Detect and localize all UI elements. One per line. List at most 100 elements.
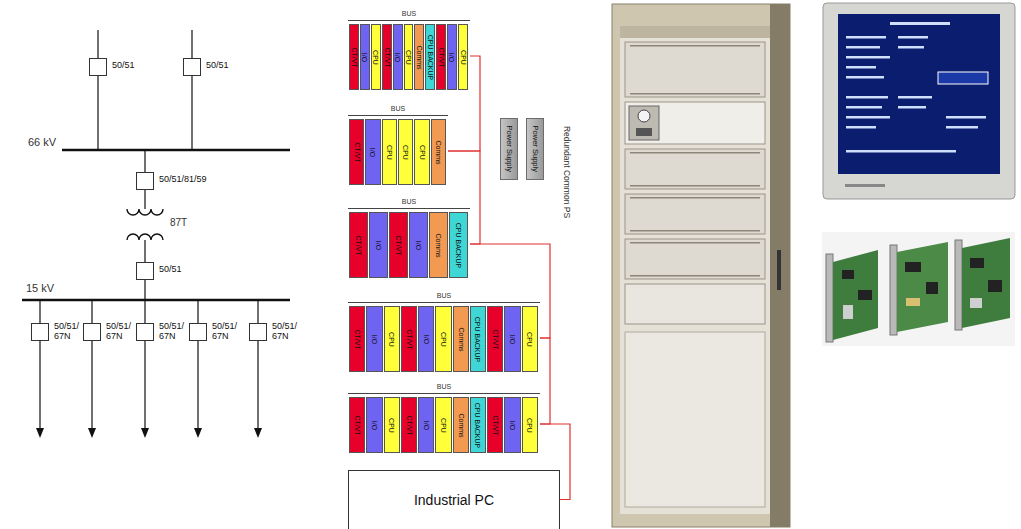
chip bbox=[842, 270, 854, 279]
screen-mark bbox=[890, 22, 950, 25]
screen-mark bbox=[846, 116, 890, 119]
module-card: CPU bbox=[371, 24, 381, 90]
relay-code: 50/51/ 67N bbox=[272, 321, 297, 342]
box-label: CPU bbox=[402, 145, 409, 160]
box-label: Comms bbox=[457, 327, 464, 351]
voltage-label: 66 kV bbox=[28, 137, 56, 148]
module-card: I/O bbox=[409, 212, 428, 278]
screen-mark bbox=[946, 116, 986, 119]
power-supply: Power Supply bbox=[500, 118, 518, 180]
module-card: I/O bbox=[418, 397, 434, 453]
box-label: CT/VT bbox=[395, 235, 402, 255]
module-card: I/O bbox=[393, 24, 403, 90]
feeder-line bbox=[91, 300, 92, 430]
box-label: CPU bbox=[388, 332, 395, 347]
box-label: Comms bbox=[435, 140, 442, 164]
box-label: I/O bbox=[509, 420, 516, 429]
relay-code: 50/51/ 67N bbox=[54, 321, 79, 342]
box-label: I/O bbox=[361, 52, 368, 61]
card-rack: BUSCT/VTI/OCPUCT/VTI/OCPUCommsCPU BACKUP… bbox=[348, 20, 470, 92]
module-card: I/O bbox=[365, 119, 380, 185]
meter-module bbox=[629, 106, 659, 140]
monitor-screen bbox=[838, 14, 1000, 174]
box-label: CPU bbox=[388, 418, 395, 433]
cabinet-frame bbox=[612, 4, 790, 527]
breaker-box: 50/51/ 67N bbox=[249, 323, 267, 341]
incoming-line bbox=[97, 30, 98, 150]
screw-row bbox=[630, 275, 760, 277]
relay-code: 50/51/ 67N bbox=[159, 321, 184, 342]
circuit-board bbox=[962, 238, 1010, 328]
module-card: Comms bbox=[414, 24, 424, 90]
screen-mark bbox=[898, 36, 928, 39]
box-label: CPU bbox=[386, 145, 393, 160]
box-label: CT/VT bbox=[492, 415, 499, 435]
chip bbox=[843, 305, 853, 319]
box-label: CPU bbox=[372, 50, 379, 65]
box-label: Comms bbox=[416, 45, 423, 69]
breaker-box: 50/51/ 67N bbox=[189, 323, 207, 341]
screw-row bbox=[630, 242, 760, 244]
box-label: CPU bbox=[440, 332, 447, 347]
module-card: CPU bbox=[404, 24, 414, 90]
relay-code: 50/51 bbox=[206, 61, 229, 70]
module-card: CT/VT bbox=[487, 397, 503, 453]
box-label: CT/VT bbox=[350, 47, 357, 67]
screen-mark bbox=[898, 46, 924, 49]
door-handle bbox=[777, 250, 781, 290]
module-card: CPU bbox=[398, 119, 413, 185]
rack-section bbox=[625, 239, 765, 279]
box-label: CPU bbox=[526, 332, 533, 347]
rack-section bbox=[625, 102, 765, 144]
box-label: Comms bbox=[457, 413, 464, 437]
rack-section bbox=[625, 42, 765, 97]
box-label: I/O bbox=[371, 334, 378, 343]
bezel-mark bbox=[845, 184, 885, 187]
module-card: CPU bbox=[384, 397, 400, 453]
card-rack: BUSCT/VTI/OCPUCT/VTI/OCPUCommsCPU BACKUP… bbox=[348, 393, 540, 455]
module-card: CT/VT bbox=[401, 397, 417, 453]
monitor-bezel bbox=[823, 3, 1015, 199]
box-label: I/O bbox=[371, 420, 378, 429]
screen-mark bbox=[846, 150, 956, 153]
breaker-box: 50/51/81/59 bbox=[136, 172, 154, 190]
module-card: CPU bbox=[382, 119, 397, 185]
single-line-diagram bbox=[22, 30, 290, 438]
feeder-arrow bbox=[254, 428, 262, 438]
breaker-box: 50/51 bbox=[89, 58, 107, 76]
screen-highlight bbox=[938, 72, 988, 84]
bus-label: BUS bbox=[348, 383, 540, 390]
module-card: Comms bbox=[429, 212, 448, 278]
box-label: CT/VT bbox=[405, 415, 412, 435]
card-front-panel bbox=[890, 245, 897, 335]
module-card: I/O bbox=[360, 24, 370, 90]
screen-mark bbox=[898, 106, 926, 109]
module-card: Comms bbox=[453, 306, 469, 372]
cabinet-inner bbox=[620, 26, 770, 514]
rack-section bbox=[625, 284, 765, 324]
cabinet-door-edge bbox=[770, 4, 790, 527]
chip bbox=[970, 298, 982, 308]
bus-label: BUS bbox=[348, 105, 448, 112]
box-label: I/O bbox=[423, 420, 430, 429]
chip bbox=[970, 258, 984, 268]
module-card: CT/VT bbox=[487, 306, 503, 372]
screw-row bbox=[630, 152, 760, 154]
breaker-box: 50/51 bbox=[136, 262, 154, 280]
screen-mark bbox=[846, 46, 880, 49]
breaker-box: 50/51/ 67N bbox=[136, 323, 154, 341]
box-label: Industrial PC bbox=[414, 493, 494, 507]
box-label: I/O bbox=[375, 240, 382, 249]
chip bbox=[905, 262, 921, 272]
feeder-line bbox=[197, 300, 198, 430]
module-card: CPU bbox=[384, 306, 400, 372]
module-card: CT/VT bbox=[349, 212, 368, 278]
screen-mark bbox=[846, 96, 888, 99]
relay-code: 50/51/81/59 bbox=[159, 175, 207, 184]
box-label: CT/VT bbox=[405, 329, 412, 349]
cards-photo bbox=[822, 232, 1015, 346]
module-card: CPU bbox=[458, 24, 468, 90]
power-supply-note: Redundant Common PS bbox=[563, 126, 572, 218]
box-label: CPU bbox=[526, 418, 533, 433]
module-card: CT/VT bbox=[389, 212, 408, 278]
